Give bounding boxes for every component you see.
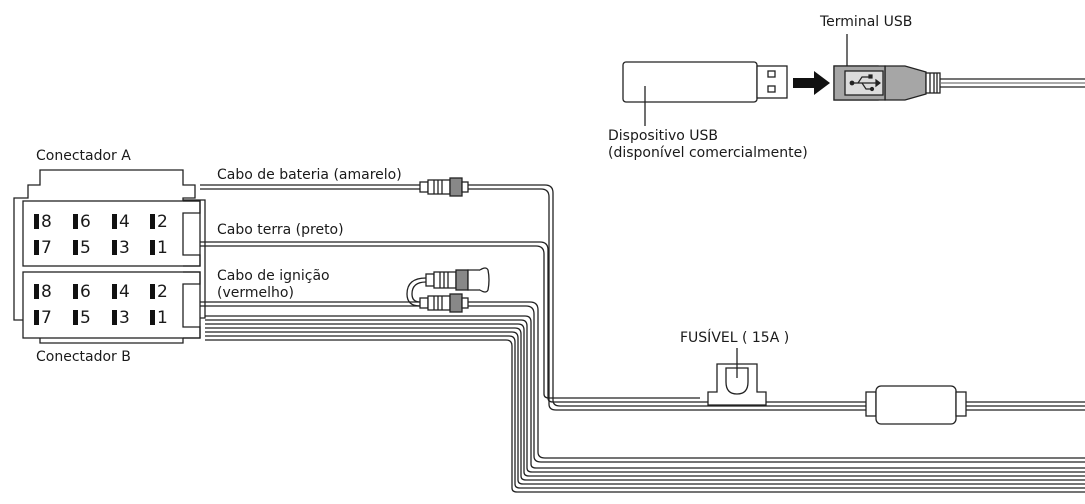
pin-a-2: 2 xyxy=(157,212,168,232)
pin-b-5: 5 xyxy=(80,308,91,328)
pin-a-1: 1 xyxy=(157,238,168,258)
pin-b-6: 6 xyxy=(80,282,91,302)
fuse-label: FUSÍVEL ( 15A ) xyxy=(680,330,790,346)
pin-b-8: 8 xyxy=(41,282,52,302)
pin-a-6: 6 xyxy=(80,212,91,232)
harness-wires xyxy=(205,315,1085,493)
pin-b-3: 3 xyxy=(119,308,130,328)
battery-cable-label: Cabo de bateria (amarelo) xyxy=(217,167,402,183)
ferrite-core xyxy=(865,385,967,425)
ignition-cable-label-line2: (vermelho) xyxy=(217,285,294,301)
terminal-usb-label: Terminal USB xyxy=(820,14,913,30)
pin-a-8: 8 xyxy=(41,212,52,232)
ground-cable xyxy=(200,241,1085,403)
usb-cable xyxy=(940,78,1085,88)
pin-a-4: 4 xyxy=(119,212,130,232)
pin-b-7: 7 xyxy=(41,308,52,328)
pin-a-3: 3 xyxy=(119,238,130,258)
ignition-cable-label-line1: Cabo de ignição xyxy=(217,268,330,284)
usb-symbol-icon xyxy=(849,74,881,92)
ignition-cable xyxy=(200,267,1085,463)
usb-device-label-line2: (disponível comercialmente) xyxy=(608,145,808,161)
pin-a-5: 5 xyxy=(80,238,91,258)
connector-housing xyxy=(13,169,206,344)
insert-arrow-icon xyxy=(793,71,830,95)
connector-a-label: Conectador A xyxy=(36,148,131,164)
connector-b-label: Conectador B xyxy=(36,349,131,365)
pin-a-7: 7 xyxy=(41,238,52,258)
usb-terminal xyxy=(833,65,941,101)
ground-cable-label: Cabo terra (preto) xyxy=(217,222,344,238)
fuse xyxy=(707,348,767,406)
pin-b-2: 2 xyxy=(157,282,168,302)
pin-b-1: 1 xyxy=(157,308,168,328)
usb-device-label-line1: Dispositivo USB xyxy=(608,128,719,144)
battery-cable xyxy=(200,177,1085,411)
pin-b-4: 4 xyxy=(119,282,130,302)
usb-device xyxy=(622,61,788,103)
